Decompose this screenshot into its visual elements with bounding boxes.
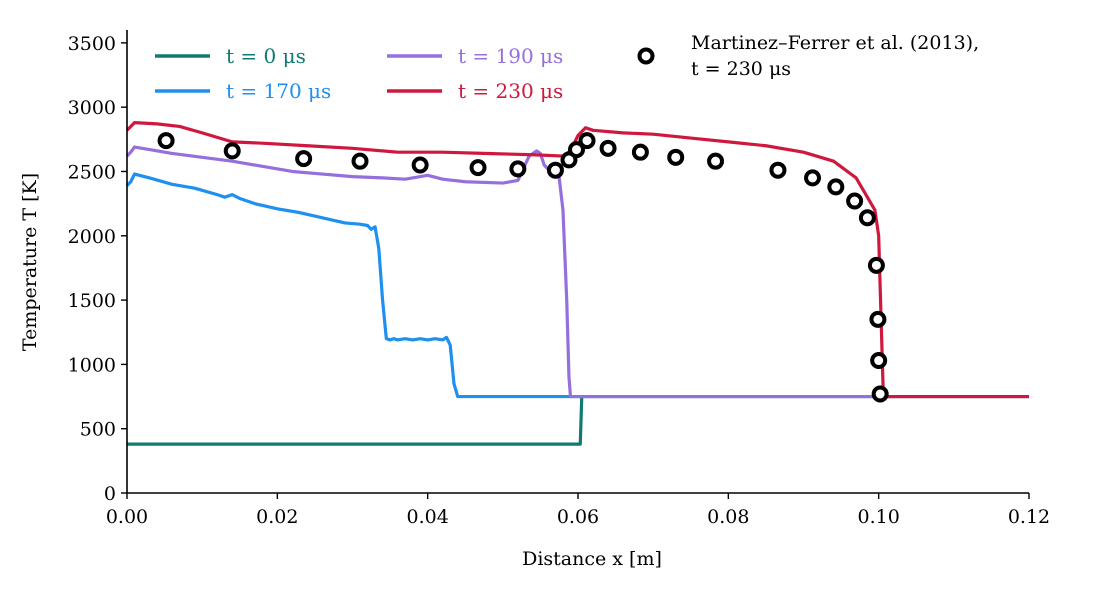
series-line-t230 [125,120,1029,399]
x-tick-label: 0.04 [407,506,449,528]
reference-point [769,161,787,179]
x-tick-label: 0.00 [106,506,148,528]
reference-point [869,310,887,328]
legend-label-t0: t = 0 μs [226,44,306,68]
reference-point [870,352,888,370]
reference-point [804,169,822,187]
y-tick-label: 500 [80,419,116,441]
y-tick-label: 1500 [68,290,116,312]
x-ticks-layer: 0.00 0.02 0.04 0.06 0.08 0.10 0.12 [106,493,1050,528]
reference-point [846,192,864,210]
legend-label-reference-line1: Martinez–Ferrer et al. (2013), [691,32,979,54]
legend-swatch-reference [637,47,655,65]
legend-label-reference-line2: t = 230 μs [691,58,791,80]
x-tick-label: 0.10 [858,506,900,528]
reference-point [707,152,725,170]
reference-point [631,143,649,161]
x-axis-title: Distance x [m] [522,548,662,570]
series-line-t0 [127,394,1029,446]
reference-markers-layer [157,132,889,403]
y-tick-label: 2000 [68,226,116,248]
legend-label-t190: t = 190 μs [458,44,563,68]
reference-point [871,385,889,403]
reference-point [351,152,369,170]
reference-point [667,148,685,166]
reference-point [858,209,876,227]
y-ticks-layer: 0 500 1000 1500 2000 2500 3000 3500 [68,33,127,505]
legend-label-t230: t = 230 μs [458,79,563,103]
y-tick-label: 1000 [68,354,116,376]
legend: t = 0 μs t = 170 μs t = 190 μs t = 230 μ… [155,32,979,103]
reference-point [223,142,241,160]
y-axis-title: Temperature T [K] [19,173,41,351]
reference-point [867,256,885,274]
reference-point [469,159,487,177]
reference-point [509,160,527,178]
x-tick-label: 0.02 [256,506,298,528]
x-tick-label: 0.08 [707,506,749,528]
series-line-t170 [125,172,582,399]
reference-point [568,141,585,159]
reference-point [411,156,429,174]
reference-point [157,132,175,150]
series-line-t190 [125,145,1029,399]
y-tick-label: 2500 [68,161,116,183]
x-tick-label: 0.06 [557,506,599,528]
y-tick-label: 3000 [68,97,116,119]
y-tick-label: 3500 [68,33,116,55]
x-tick-label: 0.12 [1008,506,1050,528]
y-tick-label: 0 [104,483,116,505]
reference-point [578,132,596,150]
reference-point [295,150,313,168]
legend-label-t170: t = 170 μs [226,79,331,103]
series-layer [125,120,1029,446]
reference-point [827,178,845,196]
reference-point [546,161,564,179]
reference-point [599,139,617,157]
